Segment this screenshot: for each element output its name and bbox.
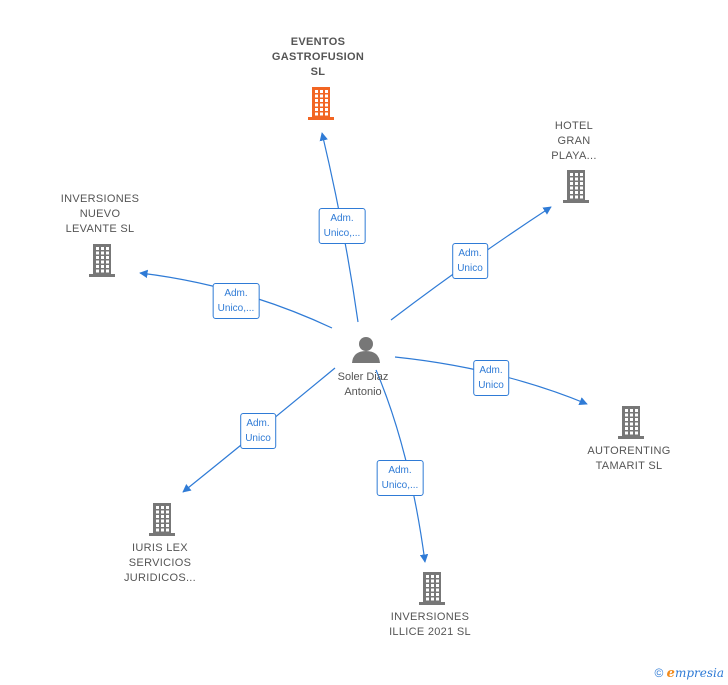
building-icon xyxy=(563,170,589,203)
edge-label-eventos[interactable]: Adm. Unico,... xyxy=(318,208,366,244)
edge-label-illice[interactable]: Adm. Unico,... xyxy=(376,460,424,496)
edge-label-inversiones-nuevo[interactable]: Adm. Unico,... xyxy=(212,283,260,319)
building-icon xyxy=(308,87,334,120)
node-label-hotel: HOTEL GRAN PLAYA... xyxy=(551,120,597,162)
edge-label-iuris[interactable]: Adm. Unico xyxy=(240,413,276,449)
node-label-inversiones-nuevo: INVERSIONES NUEVO LEVANTE SL xyxy=(60,193,140,235)
edge-illice xyxy=(375,369,429,563)
building-icon xyxy=(149,503,175,536)
footer-brand: © empresia xyxy=(654,666,724,681)
person-icon xyxy=(352,337,380,363)
building-icon xyxy=(89,244,115,277)
brand-logo: empresia xyxy=(666,666,724,681)
node-label-iuris: IURIS LEX SERVICIOS JURIDICOS... xyxy=(123,542,197,584)
building-icon xyxy=(618,406,644,439)
node-label-eventos: EVENTOS GASTROFUSION SL xyxy=(271,36,365,78)
building-icon xyxy=(419,572,445,605)
edge-label-autorenting[interactable]: Adm. Unico xyxy=(473,360,509,396)
edge-label-hotel[interactable]: Adm. Unico xyxy=(452,243,488,279)
node-label-autorenting: AUTORENTING TAMARIT SL xyxy=(587,445,671,472)
person-name: Soler Diaz Antonio xyxy=(337,371,389,398)
node-label-illice: INVERSIONES ILLICE 2021 SL xyxy=(389,611,471,638)
copyright-icon: © xyxy=(654,666,664,680)
